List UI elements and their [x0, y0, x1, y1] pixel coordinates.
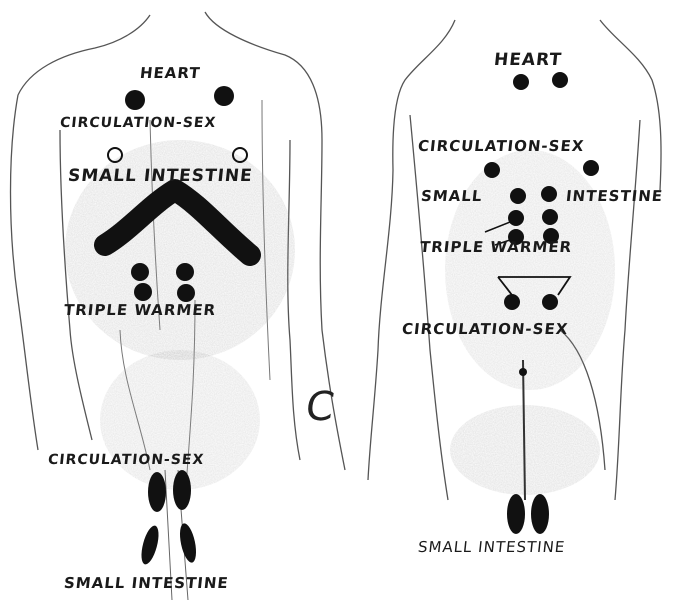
right-small-label: SMALL [420, 187, 483, 205]
right-lower-mark-1 [507, 494, 525, 534]
left-lower-mark-2 [173, 470, 191, 510]
right-si-point-2 [541, 186, 557, 202]
right-triple-warmer-label: TRIPLE WARMER [419, 238, 573, 256]
right-circulation-sex-bottom-label: CIRCULATION-SEX [401, 320, 569, 338]
right-tw-point-2 [542, 209, 558, 225]
left-heart-point-2 [214, 86, 234, 106]
right-heart-label: HEART [493, 50, 563, 70]
right-tw-point-1 [508, 210, 524, 226]
left-circulation-sex-bottom-label: CIRCULATION-SEX [47, 452, 205, 468]
left-tw-point-1 [131, 263, 149, 281]
right-lower-mark-2 [531, 494, 549, 534]
right-circulation-sex-top-label: CIRCULATION-SEX [417, 137, 585, 155]
left-lower-mark-1 [148, 472, 166, 512]
left-tw-point-2 [176, 263, 194, 281]
left-lower-mark-3 [138, 524, 162, 566]
left-pelvis-shading [100, 350, 260, 490]
right-cs-lower-point-2 [542, 294, 558, 310]
right-small-intestine-bottom-label: SMALL INTESTINE [417, 538, 566, 556]
left-small-intestine-top-label: SMALL INTESTINE [67, 166, 254, 186]
right-cs-lower-point-1 [504, 294, 520, 310]
right-abdomen-shading [445, 150, 615, 390]
left-small-intestine-bottom-label: SMALL INTESTINE [63, 574, 230, 592]
left-tw-point-3 [134, 283, 152, 301]
right-heart-point-1 [513, 74, 529, 90]
left-heart-label: HEART [139, 64, 201, 82]
right-intestine-label: INTESTINE [565, 187, 664, 205]
right-circsex-point-2 [583, 160, 599, 176]
right-figure [368, 20, 661, 534]
right-circsex-point-1 [484, 162, 500, 178]
right-top-mark [519, 368, 527, 376]
right-heart-point-2 [552, 72, 568, 88]
left-heart-point-1 [125, 90, 145, 110]
left-lower-mark-4 [177, 522, 199, 564]
left-tw-point-4 [177, 284, 195, 302]
right-si-point-1 [510, 188, 526, 204]
left-triple-warmer-label: TRIPLE WARMER [63, 301, 217, 319]
left-circulation-sex-top-label: CIRCULATION-SEX [59, 115, 217, 131]
